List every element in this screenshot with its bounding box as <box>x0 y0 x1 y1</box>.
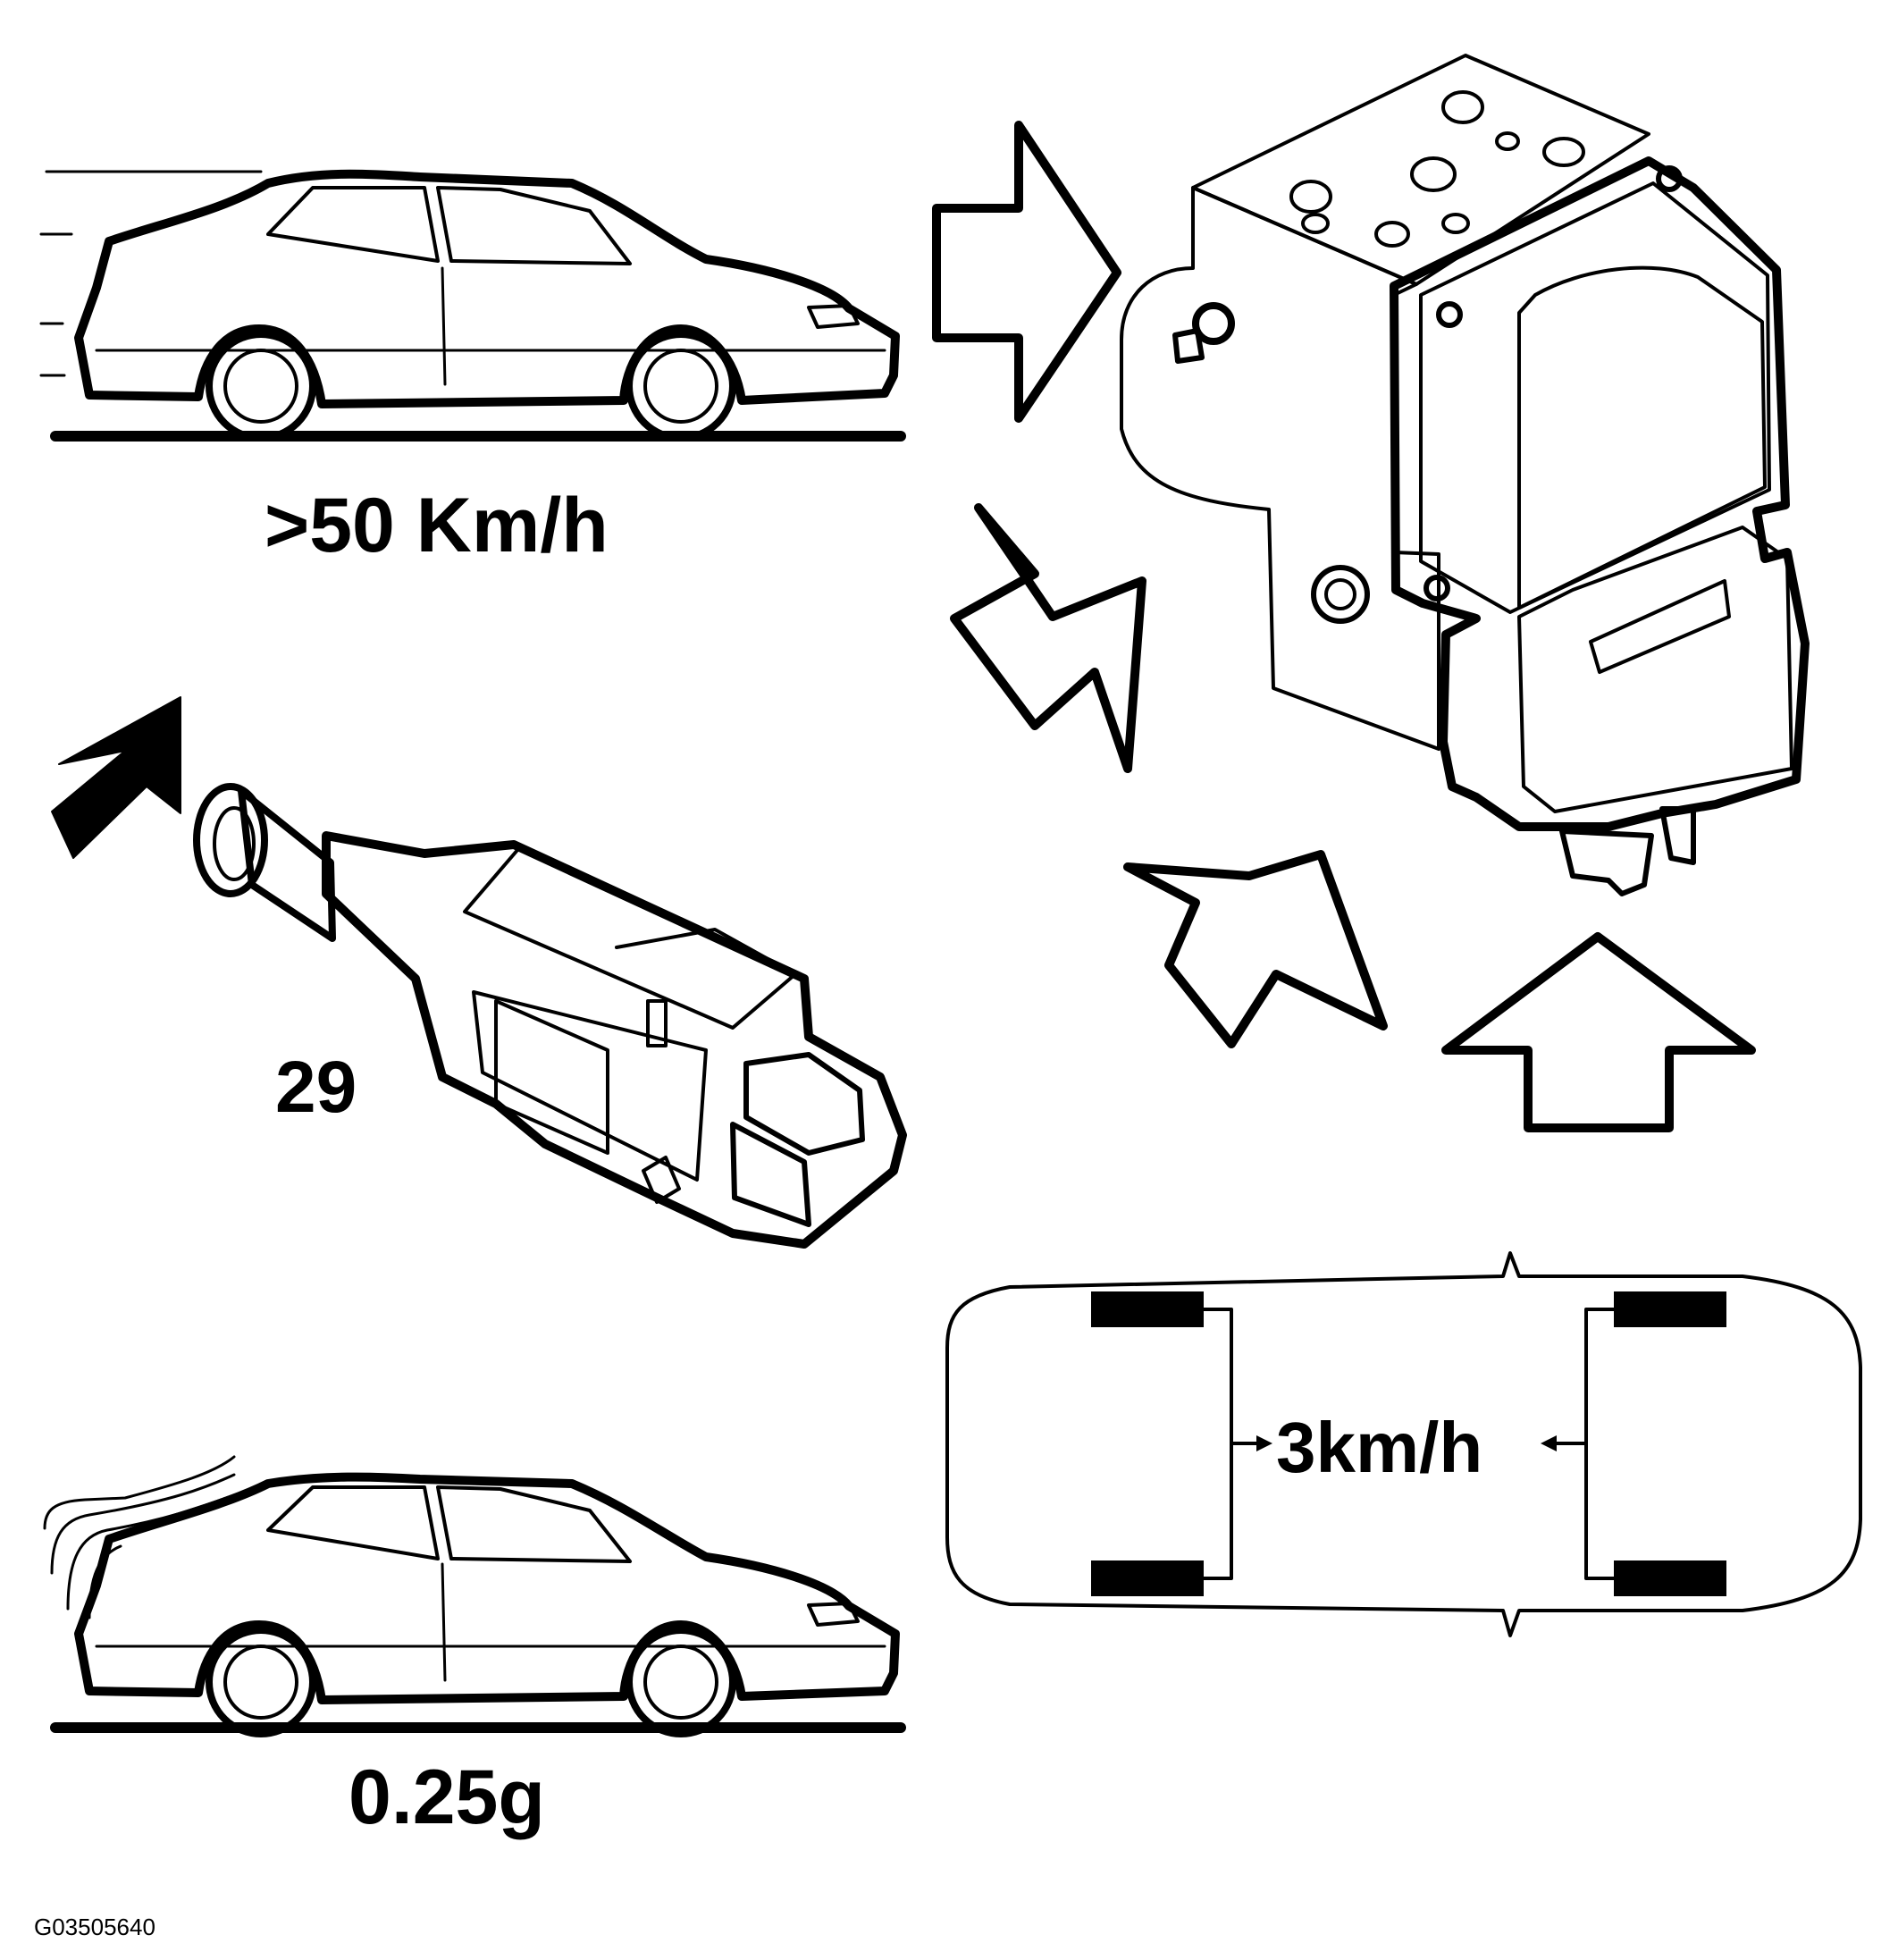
arrow-from-brake-switch <box>954 508 1142 769</box>
mounting-grommet <box>1314 568 1367 621</box>
mounting-grommet-inner <box>1326 580 1355 609</box>
right-arrow-icon <box>936 125 1117 418</box>
press-arrow-icon <box>52 697 181 858</box>
switch-body <box>326 836 903 1244</box>
car-rear-hub <box>225 350 297 422</box>
wheel-speed-diagram <box>947 1253 1860 1636</box>
ecu-cover <box>1421 183 1769 612</box>
arrow-from-deceleration <box>1128 854 1383 1044</box>
up-right-arrow-icon <box>1128 854 1383 1044</box>
car-rear-wheel <box>209 334 313 438</box>
left-axle-bracket <box>1204 1309 1231 1578</box>
mounting-stud <box>1175 331 1202 361</box>
cover-screw <box>1439 304 1460 325</box>
speed-threshold-label: >50 Km/h <box>265 483 609 568</box>
speeding-car-illustration <box>41 172 901 438</box>
deceleration-line <box>52 1475 234 1573</box>
rear-left-wheel-icon <box>1091 1560 1204 1596</box>
ecu-connector <box>1519 527 1792 812</box>
switch-clip <box>643 1157 679 1202</box>
mounting-bolt <box>1196 306 1231 341</box>
right-axle-bracket <box>1586 1309 1614 1578</box>
switch-top-face <box>465 849 795 1028</box>
car-windows <box>268 188 630 264</box>
brake-switch-illustration <box>52 697 903 1244</box>
plunger-head-inner <box>214 808 254 879</box>
car-front-wheel <box>629 334 733 438</box>
deceleration-line <box>45 1457 234 1528</box>
braking-car-illustration <box>45 1457 901 1734</box>
car-rear-hub <box>225 1646 297 1718</box>
left-pointer-arrowhead <box>1256 1435 1272 1451</box>
abs-control-module-illustration <box>1121 55 1805 894</box>
car-body-outline <box>79 174 895 404</box>
car-front-wheel <box>629 1630 733 1734</box>
deceleration-threshold-label: 0.25g <box>349 1754 545 1840</box>
car-windows <box>268 1487 630 1561</box>
ecu-cover-face <box>1519 268 1765 608</box>
arrow-from-wheel-speed <box>1446 937 1751 1128</box>
car-door-line <box>442 268 445 384</box>
switch-latch <box>648 1001 666 1046</box>
car-door-line <box>442 1564 445 1680</box>
cover-screw <box>1659 168 1680 189</box>
hydraulic-block <box>1193 55 1649 284</box>
switch-window <box>496 1001 608 1153</box>
wheel-speed-difference-label: 3km/h <box>1276 1408 1483 1487</box>
car-rear-wheel <box>209 1630 313 1734</box>
up-arrow-icon <box>1446 937 1751 1128</box>
rear-right-wheel-icon <box>1614 1560 1726 1596</box>
harness-clip <box>1662 809 1693 862</box>
figure-code: G03505640 <box>34 1914 155 1940</box>
harness-clip <box>1562 831 1651 894</box>
car-front-hub <box>645 350 717 422</box>
component-number-label: 29 <box>275 1047 357 1128</box>
car-headlight <box>809 306 858 327</box>
front-right-wheel-icon <box>1614 1291 1726 1327</box>
front-left-wheel-icon <box>1091 1291 1204 1327</box>
ports <box>1291 92 1583 246</box>
arrow-from-speed <box>936 125 1117 418</box>
plunger-head <box>197 787 265 894</box>
switch-front-face <box>474 992 706 1180</box>
switch-connector <box>733 1055 862 1224</box>
car-headlight <box>809 1603 858 1625</box>
right-pointer-arrowhead <box>1541 1435 1557 1451</box>
plunger-shaft <box>241 791 332 938</box>
car-top-outline <box>947 1253 1860 1636</box>
car-body-outline <box>79 1477 895 1700</box>
hydraulic-block-front <box>1121 188 1439 749</box>
car-front-hub <box>645 1646 717 1718</box>
up-right-arrow-icon <box>954 508 1142 769</box>
cover-screw <box>1426 577 1448 599</box>
